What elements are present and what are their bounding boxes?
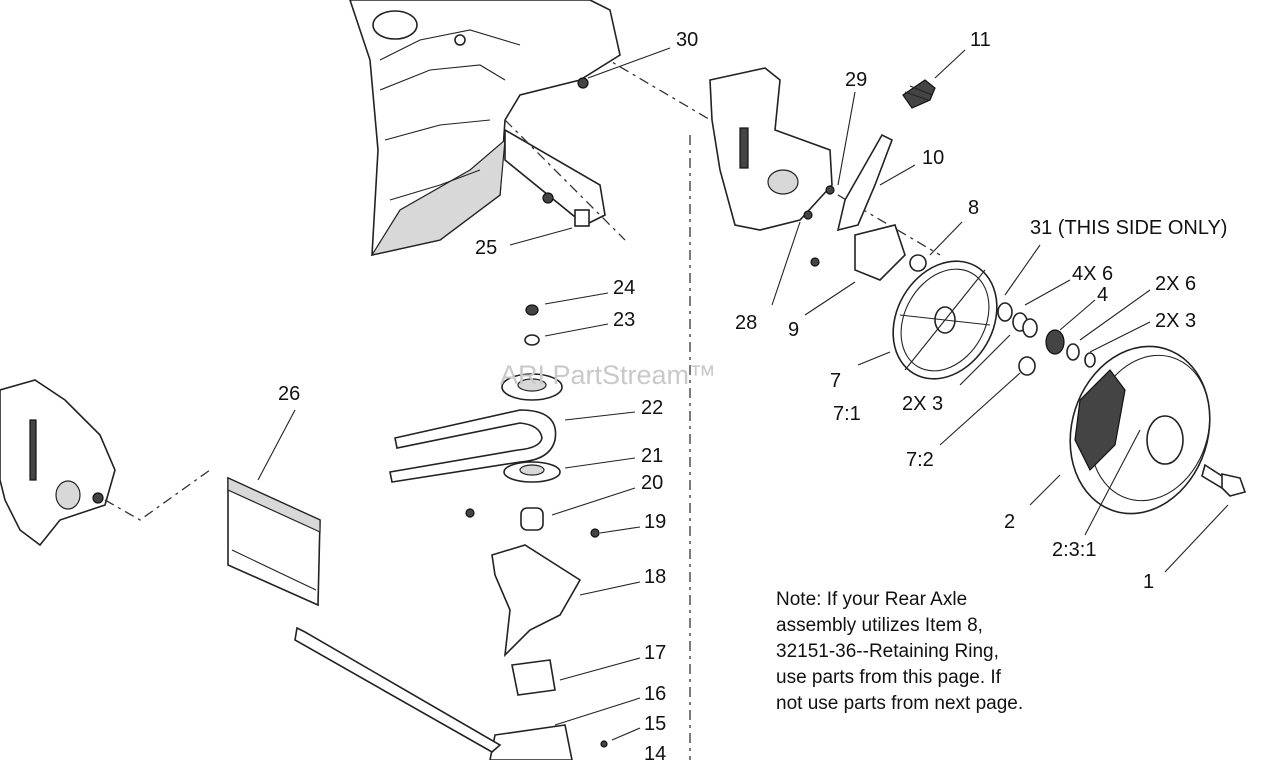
callout-31: 31 (THIS SIDE ONLY) [1030, 217, 1228, 239]
callout-30: 30 [676, 29, 699, 51]
callout-9: 9 [788, 319, 800, 341]
note-line-5: not use parts from next page. [776, 693, 1024, 714]
upper-axis-line [599, 54, 941, 256]
callout-2-3-1: 2:3:1 [1052, 539, 1097, 561]
callout-2x3-upper: 2X 3 [1155, 310, 1197, 332]
callout-29: 29 [845, 69, 868, 91]
callout-18: 18 [644, 566, 667, 588]
callout-7-2: 7:2 [906, 449, 934, 471]
note-line-3: 32151-36--Retaining Ring, [776, 641, 999, 662]
callout-19: 19 [644, 511, 667, 533]
height-adjuster-plate [709, 67, 835, 267]
callout-4: 4 [1097, 284, 1109, 306]
spacer-stack [997, 302, 1096, 376]
note-line-2: assembly utilizes Item 8, [776, 615, 983, 636]
callout-11: 11 [970, 29, 991, 51]
callout-15: 15 [644, 713, 667, 735]
drive-belt-22 [389, 409, 557, 483]
callout-4x6: 4X 6 [1072, 263, 1114, 285]
callout-10: 10 [922, 147, 945, 169]
callout-24: 24 [613, 277, 636, 299]
deck-housing [349, 0, 621, 257]
baffle-26 [227, 476, 321, 607]
callout-7: 7 [830, 370, 842, 392]
callout-17: 17 [644, 642, 667, 664]
side-plate-26 [0, 379, 211, 547]
drive-shaft [294, 626, 502, 753]
lever-10 [836, 133, 894, 232]
callout-25: 25 [475, 237, 498, 259]
callout-2: 2 [1004, 511, 1016, 533]
callout-2x3-lower: 2X 3 [902, 393, 944, 415]
leader-lines [257, 47, 1229, 741]
pulley-stack [465, 304, 608, 760]
pivot-bracket-9 [854, 224, 906, 281]
callout-22: 22 [641, 397, 664, 419]
callout-14: 14 [644, 743, 667, 760]
watermark: ARI PartStream™ [500, 360, 717, 390]
note-line-1: Note: If your Rear Axle [776, 589, 968, 610]
bracket-25 [504, 119, 626, 241]
rear-axle-note: Note: If your Rear Axle assembly utilize… [776, 587, 1023, 717]
callout-20: 20 [641, 472, 664, 494]
note-line-4: use parts from this page. If [776, 667, 1001, 688]
callout-23: 23 [613, 309, 636, 331]
callout-28: 28 [735, 312, 758, 334]
callout-16: 16 [644, 683, 667, 705]
spring-11 [902, 79, 936, 109]
bolt-1 [1201, 463, 1247, 497]
callout-1: 1 [1143, 571, 1155, 593]
callout-7-1: 7:1 [833, 403, 861, 425]
callout-2x6: 2X 6 [1155, 273, 1197, 295]
callout-8: 8 [968, 197, 980, 219]
washer-8 [909, 254, 927, 272]
callout-21: 21 [641, 445, 664, 467]
callout-26: 26 [278, 383, 301, 405]
drive-gear-7 [892, 260, 998, 380]
